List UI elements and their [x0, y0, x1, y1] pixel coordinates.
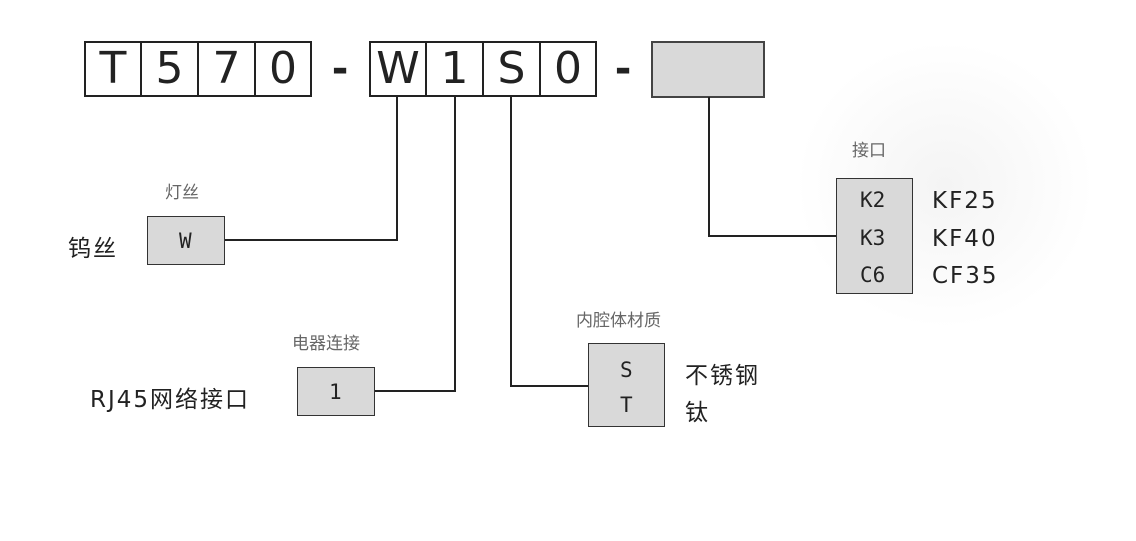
connector-filament-horizontal [224, 239, 398, 241]
interface-option-label-2: KF40 [932, 226, 998, 252]
connector-interface-vertical [708, 97, 710, 237]
code-separator-1: - [331, 46, 349, 92]
filament-option-code: W [179, 229, 192, 253]
code-segment-chamber: S [482, 41, 541, 97]
filament-option-box [147, 216, 225, 265]
code-segment-4: 0 [254, 41, 312, 97]
connector-chamber-vertical [510, 97, 512, 387]
connector-electrical-horizontal [374, 390, 456, 392]
interface-option-code-2: K3 [860, 226, 886, 250]
connector-interface-horizontal [708, 235, 837, 237]
connector-electrical-vertical [454, 97, 456, 392]
connector-filament-vertical [396, 97, 398, 240]
interface-title: 接口 [852, 141, 886, 161]
electrical-title: 电器连接 [292, 334, 360, 354]
chamber-option-box [588, 343, 665, 427]
code-segment-electrical: 1 [425, 41, 484, 97]
code-segment-interface [651, 41, 765, 98]
chamber-option-code-2: T [620, 393, 633, 417]
interface-option-box [836, 178, 913, 294]
connector-chamber-horizontal [510, 385, 589, 387]
interface-option-code-3: C6 [860, 263, 886, 287]
electrical-option-label: RJ45网络接口 [90, 387, 251, 413]
filament-option-label: 钨丝 [68, 236, 118, 262]
chamber-title: 内腔体材质 [576, 311, 661, 331]
code-segment-filament: W [369, 41, 427, 97]
chamber-option-label-2: 钛 [685, 400, 710, 426]
code-separator-2: - [614, 46, 632, 92]
electrical-option-code: 1 [329, 380, 342, 404]
chamber-option-code-1: S [620, 358, 633, 382]
code-segment-1: T [84, 41, 142, 97]
electrical-option-box [297, 367, 375, 416]
interface-option-label-3: CF35 [932, 263, 999, 289]
chamber-option-label-1: 不锈钢 [685, 363, 760, 389]
interface-option-label-1: KF25 [932, 188, 998, 214]
interface-option-code-1: K2 [860, 188, 886, 212]
code-segment-2: 5 [140, 41, 199, 97]
filament-title: 灯丝 [165, 183, 199, 203]
code-segment-4b: 0 [539, 41, 597, 97]
code-segment-3: 7 [197, 41, 256, 97]
